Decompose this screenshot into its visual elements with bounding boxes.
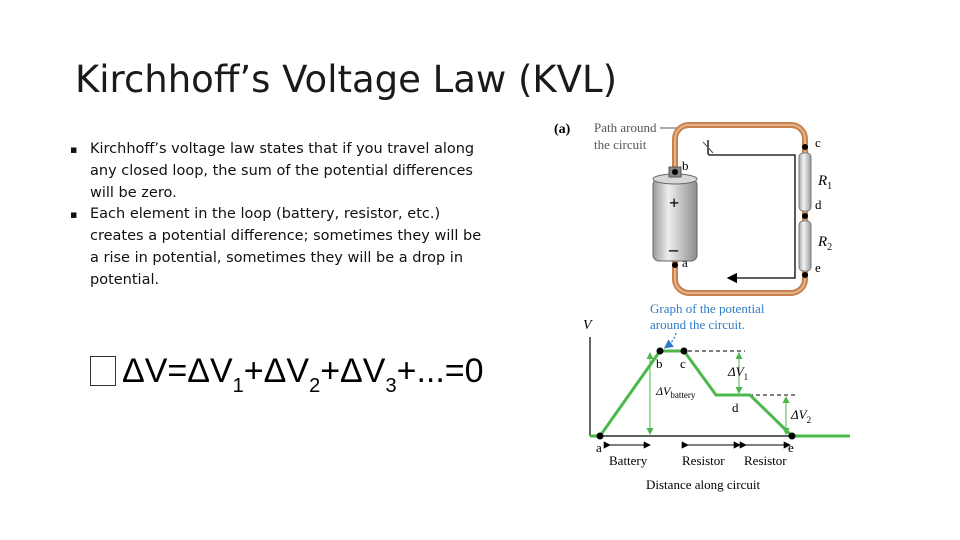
x-label-resistor1: Resistor (682, 453, 725, 468)
eq-v: V (209, 352, 233, 390)
missing-glyph-box (90, 356, 116, 386)
eq-plus: + (320, 352, 341, 390)
path-label-line2: the circuit (594, 137, 647, 152)
circuit-point-e (802, 272, 808, 278)
path-pointer-line (702, 141, 714, 154)
bullet-list: ▪ Kirchhoff’s voltage law states that if… (68, 139, 493, 292)
axis-v-label: V (583, 318, 593, 333)
graph-point-a (596, 432, 604, 440)
eq-subscript: 3 (385, 375, 397, 397)
path-arrow (707, 140, 796, 284)
circuit-point-c (802, 144, 808, 150)
eq-v: V (144, 352, 168, 390)
resistor-r2 (798, 220, 812, 272)
graph-label-line1: Graph of the potential (650, 301, 765, 316)
label-point-b: b (682, 158, 689, 173)
graph-label-c: c (680, 356, 686, 371)
bullet-item: ▪ Kirchhoff’s voltage law states that if… (68, 139, 493, 204)
graph-label-b: b (656, 356, 663, 371)
kvl-equation: Δ V = Δ V 1 + Δ V 2 + Δ V 3 + ... = 0 (90, 352, 484, 397)
battery-minus: – (668, 239, 679, 259)
circuit-point-d (802, 213, 808, 219)
label-dv-battery: ΔVbattery (655, 384, 696, 400)
eq-subscript: 2 (309, 375, 321, 397)
eq-plus: + (396, 352, 417, 390)
eq-delta: Δ (122, 352, 145, 390)
label-point-a: a (682, 255, 688, 270)
eq-v: V (362, 352, 386, 390)
label-dv1: ΔV1 (727, 364, 748, 382)
eq-equals: = (167, 352, 188, 390)
graph-label-e: e (788, 440, 794, 455)
eq-subscript: 1 (232, 375, 244, 397)
label-dv2: ΔV2 (790, 407, 811, 425)
eq-equals: = (444, 352, 465, 390)
bullet-marker: ▪ (70, 208, 78, 222)
path-label-line1: Path around (594, 120, 657, 135)
eq-ellipsis: ... (416, 352, 445, 390)
label-r1: R1 (817, 173, 832, 192)
label-point-e: e (815, 260, 821, 275)
eq-plus: + (243, 352, 264, 390)
label-r2: R2 (817, 234, 832, 253)
graph-label-line2: around the circuit. (650, 317, 745, 332)
circuit-point-a (672, 262, 678, 268)
bullet-text: Kirchhoff’s voltage law states that if y… (90, 141, 475, 201)
graph-label-a: a (596, 440, 602, 455)
graph-point-c (680, 347, 688, 355)
eq-delta: Δ (263, 352, 287, 390)
slide-title: Kirchhoff’s Voltage Law (KVL) (75, 58, 618, 101)
battery-plus: + (669, 193, 679, 213)
panel-label: (a) (554, 122, 571, 137)
graph-label-d: d (732, 400, 739, 415)
x-axis-title: Distance along circuit (646, 477, 760, 492)
eq-zero: 0 (464, 352, 484, 390)
eq-v: V (286, 352, 310, 390)
bullet-text: Each element in the loop (battery, resis… (90, 206, 482, 288)
circuit-point-b (672, 169, 678, 175)
bullet-marker: ▪ (70, 143, 78, 156)
x-label-resistor2: Resistor (744, 453, 787, 468)
label-point-d: d (815, 197, 822, 212)
label-point-c: c (815, 135, 821, 150)
bullet-item: ▪ Each element in the loop (battery, res… (68, 204, 493, 291)
graph-point-b (656, 347, 664, 355)
kvl-circuit-figure: (a) Path around the circuit + – b a c d … (550, 115, 860, 500)
graph-label-pointer (663, 332, 677, 349)
resistor-r1 (798, 152, 812, 212)
x-label-battery: Battery (609, 453, 648, 468)
circuit-and-graph-svg: (a) Path around the circuit + – b a c d … (554, 120, 850, 492)
eq-delta: Δ (187, 352, 210, 390)
graph-point-e (788, 432, 796, 440)
eq-delta: Δ (340, 352, 363, 390)
